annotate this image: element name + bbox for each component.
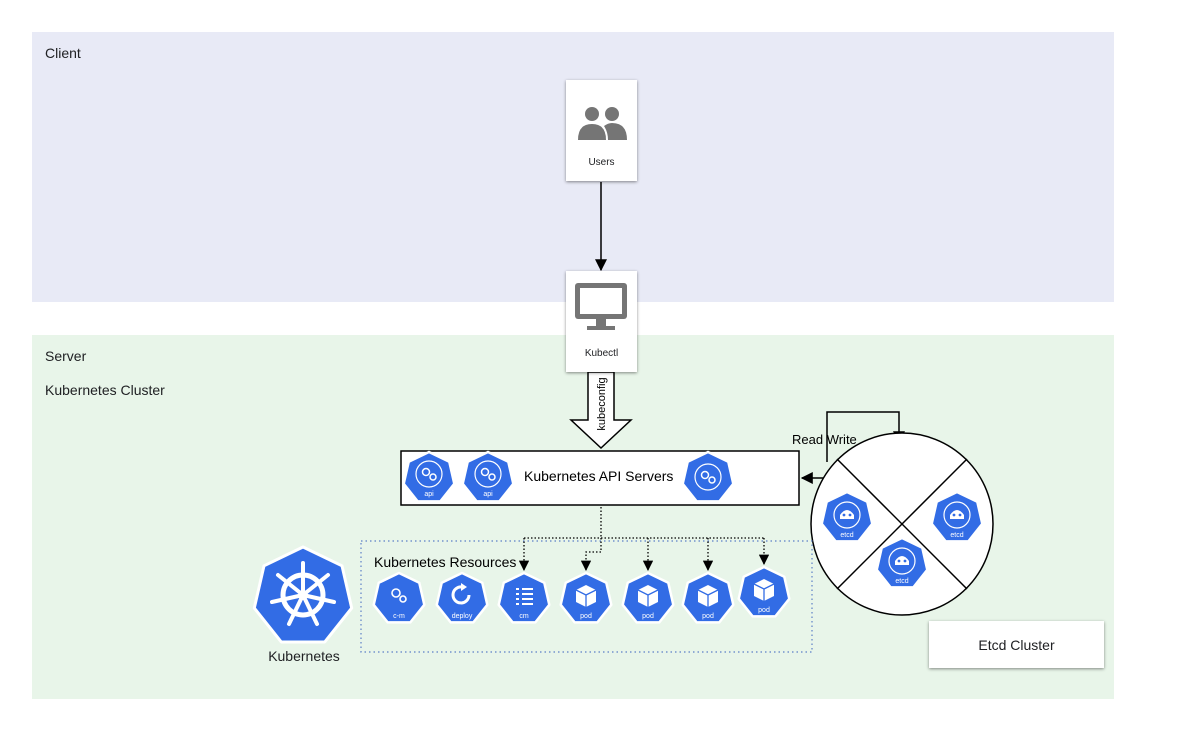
kubernetes-logo-icon	[252, 545, 354, 644]
resource-label: pod	[702, 613, 714, 620]
etcd-node-label: etcd	[950, 532, 963, 539]
etcd-cluster-label: Etcd Cluster	[978, 637, 1055, 653]
kubectl-label: Kubectl	[584, 348, 619, 359]
api-node-label: api	[424, 491, 434, 498]
kubeconfig-label: kubeconfig	[596, 377, 608, 430]
kubeconfig-arrow	[569, 371, 633, 450]
resources-label: Kubernetes Resources	[374, 554, 516, 570]
resource-label: deploy	[452, 613, 473, 620]
resource-pod: pod	[737, 565, 791, 618]
resource-label: pod	[580, 613, 592, 620]
read-write-loop	[826, 411, 905, 462]
api-node: api	[402, 450, 456, 503]
api-servers-label: Kubernetes API Servers	[524, 468, 673, 484]
kubernetes-logo-label: Kubernetes	[268, 648, 340, 664]
resources-box	[360, 540, 813, 653]
etcd-node-label: etcd	[895, 578, 908, 585]
resource-label: cm	[519, 613, 529, 620]
resource-label: pod	[642, 613, 654, 620]
api-node: api	[461, 450, 515, 503]
resource-deploy: deploy	[435, 571, 489, 624]
read-write-label: Read Write	[792, 432, 857, 447]
client-zone-label: Client	[45, 45, 81, 61]
users-card: Users	[566, 80, 637, 181]
users-icon	[578, 107, 627, 140]
resource-pod: pod	[681, 571, 735, 624]
resource-pod: pod	[621, 571, 675, 624]
users-label: Users	[588, 157, 615, 168]
etcd-node: etcd	[820, 490, 874, 543]
server-zone-label: Server	[45, 348, 87, 364]
etcd-node: etcd	[875, 536, 929, 589]
resource-configmap: cm	[497, 571, 551, 624]
resource-pod: pod	[559, 571, 613, 624]
monitor-icon	[575, 283, 627, 330]
etcd-node-label: etcd	[840, 532, 853, 539]
api-node-label: api	[483, 491, 493, 498]
resource-cm-controller: c-m	[372, 571, 426, 624]
etcd-node: etcd	[930, 490, 984, 543]
cluster-label: Kubernetes Cluster	[45, 382, 165, 398]
etcd-cluster-card: Etcd Cluster	[929, 621, 1104, 668]
kubectl-card: Kubectl	[566, 271, 637, 372]
fanout-connectors	[518, 507, 770, 572]
resource-label: c-m	[393, 613, 405, 620]
api-node-icon	[681, 450, 735, 503]
resource-label: pod	[758, 607, 770, 614]
